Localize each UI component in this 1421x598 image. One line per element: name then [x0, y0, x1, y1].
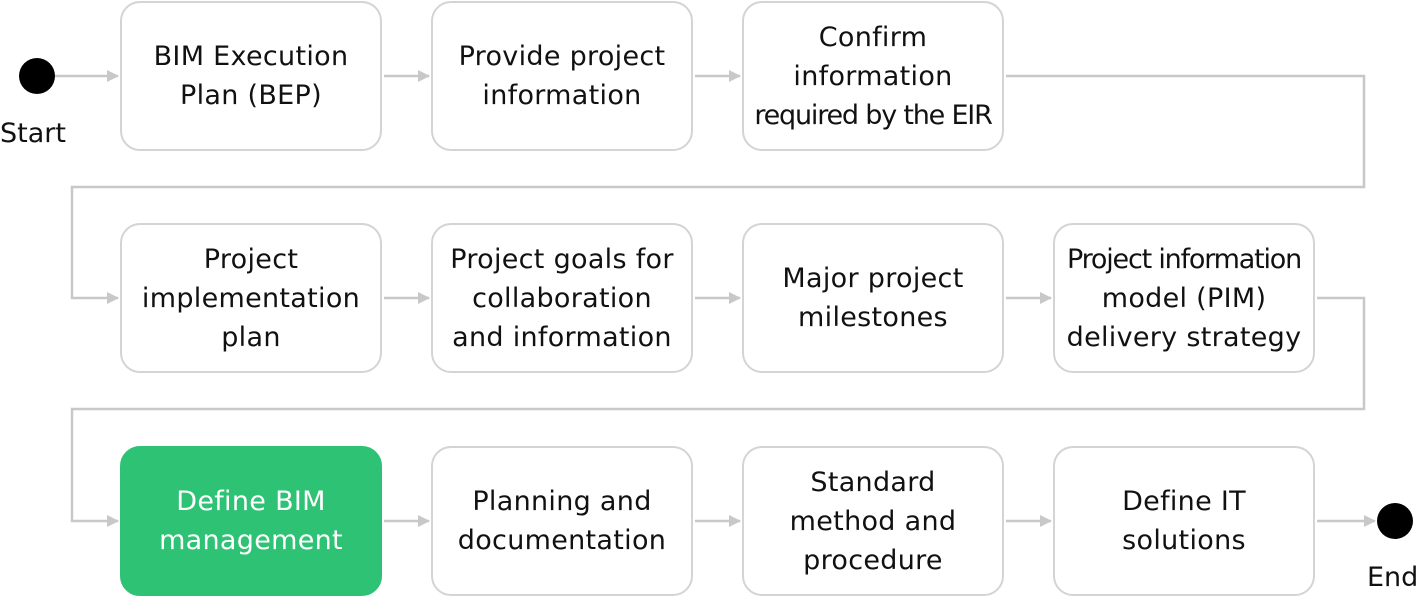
- step-line: and information: [452, 321, 672, 353]
- step-major-project-milestones: Major project milestones: [742, 223, 1004, 373]
- step-line: BIM Execution: [153, 41, 349, 72]
- step-line: management: [159, 525, 343, 556]
- step-line: Confirm: [818, 21, 928, 53]
- step-line: documentation: [457, 525, 667, 556]
- step-line: Plan (BEP): [180, 80, 322, 111]
- step-line: Define BIM: [176, 486, 326, 517]
- step-confirm-information: Confirm information required by the EIR: [742, 1, 1004, 151]
- step-line: method and: [789, 505, 957, 537]
- end-label: End: [1367, 562, 1419, 593]
- step-line: model (PIM): [1101, 282, 1267, 314]
- step-project-implementation-plan: Project implementation plan: [120, 223, 382, 373]
- step-line: Major project: [782, 263, 964, 294]
- step-pim-delivery-strategy: Project information model (PIM) delivery…: [1053, 223, 1315, 373]
- step-line: Standard: [810, 466, 936, 498]
- start-node-icon: [19, 58, 55, 94]
- step-planning-and-documentation: Planning and documentation: [431, 446, 693, 596]
- step-line: Define IT: [1122, 486, 1246, 517]
- arrow-pim-to-define-bim: [70, 296, 1366, 527]
- step-line: Project goals for: [450, 243, 674, 275]
- step-line: implementation: [141, 282, 361, 314]
- step-standard-method-and-procedure: Standard method and procedure: [742, 446, 1004, 596]
- step-line: required by the EIR: [754, 99, 992, 131]
- step-line: Provide project: [458, 41, 666, 72]
- step-line: Project: [203, 243, 299, 275]
- step-define-bim-management: Define BIM management: [120, 446, 382, 596]
- step-line: plan: [221, 321, 281, 353]
- end-node-icon: [1377, 503, 1413, 539]
- step-line: information: [482, 80, 642, 111]
- step-line: information: [793, 60, 953, 92]
- step-line: Planning and: [472, 486, 652, 517]
- step-line: delivery strategy: [1066, 321, 1302, 353]
- step-project-goals: Project goals for collaboration and info…: [431, 223, 693, 373]
- start-label: Start: [0, 118, 66, 149]
- step-line: procedure: [803, 544, 943, 576]
- step-line: solutions: [1122, 525, 1246, 556]
- step-line: Project information: [1067, 243, 1302, 275]
- step-provide-project-information: Provide project information: [431, 1, 693, 151]
- step-line: milestones: [798, 302, 948, 333]
- step-bim-execution-plan: BIM Execution Plan (BEP): [120, 1, 382, 151]
- step-define-it-solutions: Define IT solutions: [1053, 446, 1315, 596]
- step-line: collaboration: [472, 282, 652, 314]
- arrow-confirm-to-implementation: [70, 74, 1366, 304]
